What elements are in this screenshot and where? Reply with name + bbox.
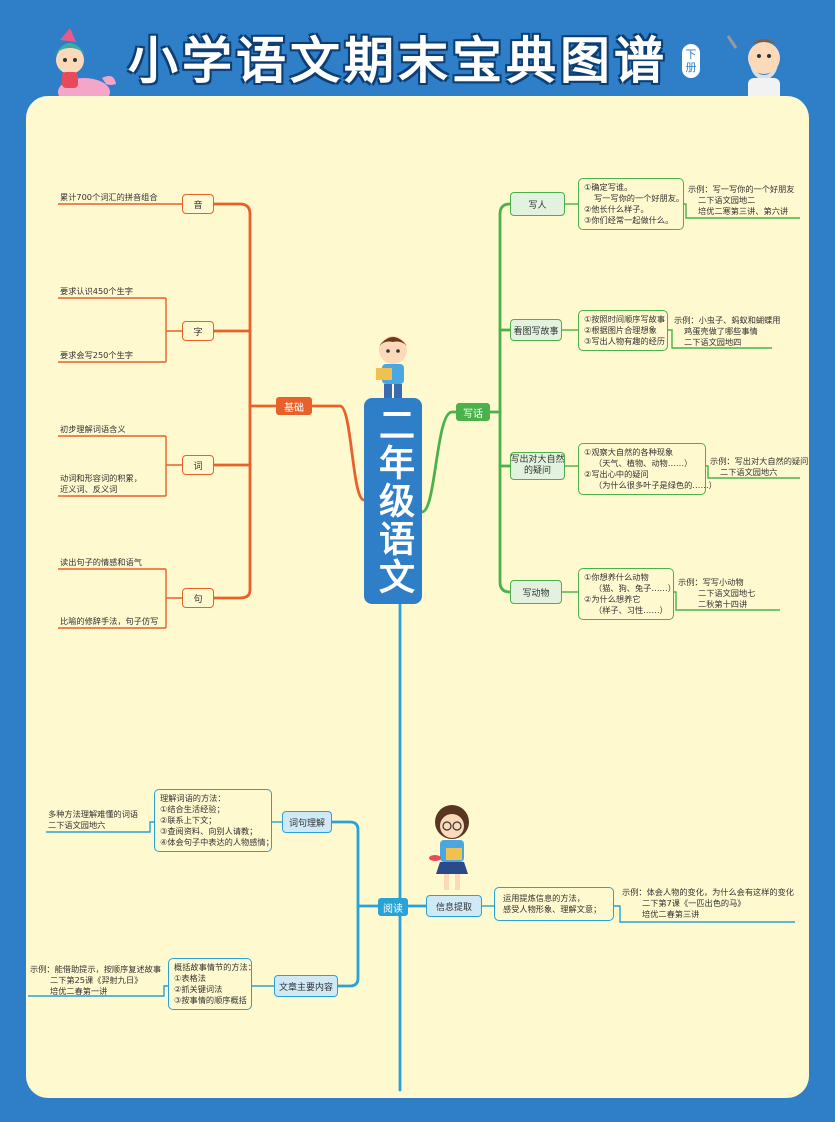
- writing-sub-picture-story: 看图写故事: [510, 319, 562, 341]
- writing-sub-nature-question: 写出对大自然 的疑问: [510, 452, 565, 480]
- basics-sub-character: 字: [182, 321, 214, 341]
- reading-sub-main-content: 文章主要内容: [274, 975, 338, 997]
- basics-note: 读出句子的情感和语气: [60, 557, 142, 567]
- cartoon-boy-reading-icon: [376, 336, 407, 398]
- center-node: 二年级语文: [364, 398, 422, 604]
- basics-note: 比喻的修辞手法，句子仿写: [60, 616, 159, 626]
- writing-detail: ①确定写谁。 写一写你的一个好朋友。 ②他长什么样子。 ③你们经常一起做什么。: [578, 178, 684, 230]
- basics-note: 动词和形容词的积累， 近义词、反义词: [60, 473, 142, 494]
- reading-sub-info-extract: 信息提取: [426, 895, 482, 917]
- basics-note: 初步理解词语含义: [60, 424, 126, 434]
- writing-detail: ①观察大自然的各种现象 （天气、植物、动物……） ②写出心中的疑问 （为什么很多…: [578, 443, 717, 495]
- reading-detail: 运用提炼信息的方法， 感受人物形象、理解文意；: [494, 887, 614, 921]
- reading-detail: 理解词语的方法： ①结合生活经验； ②联系上下文； ③查阅资料、向别人请教； ④…: [154, 789, 274, 852]
- writing-detail: ①你想养什么动物 （猫、狗、兔子……） ②为什么想养它 （样子、习性……）: [578, 568, 676, 620]
- writing-example: 示例：写一写你的一个好朋友 二下语文园地二 培优二寒第三讲、第六讲: [688, 184, 795, 216]
- basics-sub-sentence: 句: [182, 588, 214, 608]
- writing-detail: ①按照时间顺序写故事 ②根据图片合理想象 ③写出人物有趣的经历: [578, 310, 668, 351]
- branch-reading: 阅读: [378, 898, 408, 916]
- basics-note: 要求认识450个生字: [60, 286, 133, 296]
- page-title: 小学语文期末宝典图谱: [128, 32, 668, 90]
- basics-note: 累计700个词汇的拼音组合: [60, 192, 158, 202]
- cartoon-girl-reading-icon: [429, 805, 469, 890]
- center-label: 二年级语文: [373, 406, 414, 596]
- writing-example: 示例：小虫子、蚂蚁和蝴蝶用 鸡蛋壳做了哪些事情 二下语文园地四: [674, 315, 781, 347]
- writing-example: 示例：写出对大自然的疑问 二下语文园地六: [710, 456, 809, 477]
- basics-note: 要求会写250个生字: [60, 350, 133, 360]
- writing-sub-animal: 写动物: [510, 580, 562, 604]
- reading-example: 多种方法理解难懂的词语 二下语文园地六: [48, 809, 139, 830]
- writing-example: 示例：写写小动物 二下语文园地七 二秋第十四讲: [678, 577, 756, 609]
- branch-writing: 写话: [456, 403, 490, 421]
- reading-example: 示例：体会人物的变化，为什么会有这样的变化 二下第7课《一匹出色的马》 培优二春…: [622, 887, 794, 919]
- volume-badge: 下册: [680, 42, 702, 80]
- reading-detail: 概括故事情节的方法： ①表格法 ②抓关键词法 ③按事情的顺序概括: [168, 958, 256, 1010]
- reading-sub-word-sentence: 词句理解: [282, 811, 332, 833]
- writing-sub-person: 写人: [510, 192, 565, 216]
- basics-sub-word: 词: [182, 455, 214, 475]
- reading-example: 示例：能借助提示，按顺序复述故事 二下第25课《羿射九日》 培优二春第一讲: [30, 964, 162, 996]
- basics-sub-sound: 音: [182, 194, 214, 214]
- branch-basics: 基础: [276, 397, 312, 415]
